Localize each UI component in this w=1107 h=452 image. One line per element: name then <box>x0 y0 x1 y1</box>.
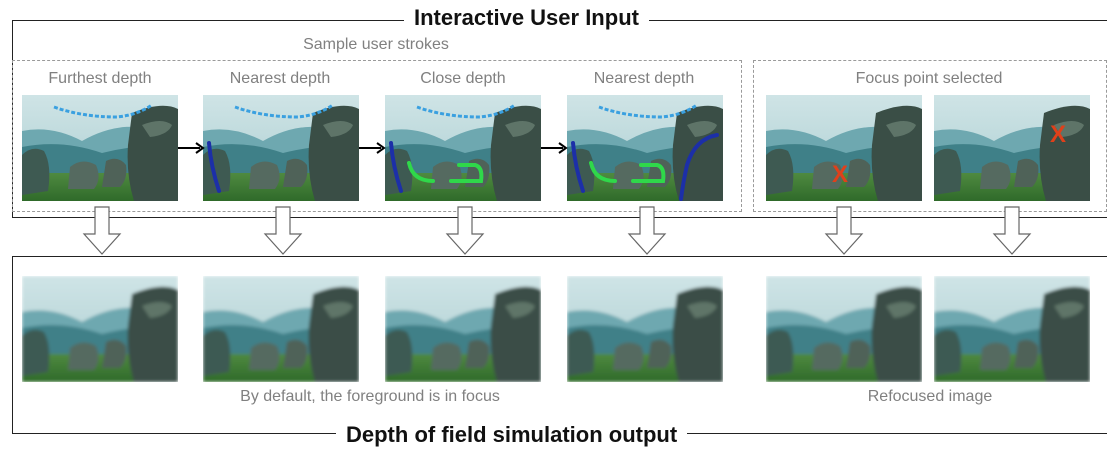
output-thumb-3 <box>385 276 541 382</box>
down-arrow-icon <box>263 206 303 255</box>
input-title: Interactive User Input <box>404 5 649 31</box>
stroke-label-3: Close depth <box>420 70 506 87</box>
focus-thumb-1: X <box>766 95 922 201</box>
sample-strokes-caption: Sample user strokes <box>303 36 449 53</box>
input-thumb-2 <box>203 95 359 201</box>
output-thumb-6 <box>934 276 1090 382</box>
input-thumb-4 <box>567 95 723 201</box>
right-arrow-icon <box>178 142 205 154</box>
stroke-label-4: Nearest depth <box>593 70 695 87</box>
refocused-caption: Refocused image <box>867 388 993 405</box>
down-arrow-icon <box>82 206 122 255</box>
stroke-samples-group <box>12 60 742 212</box>
near-stroke <box>207 141 221 193</box>
stroke-label-1: Furthest depth <box>48 70 152 87</box>
close-stroke <box>407 161 435 183</box>
focus-thumb-2: X <box>934 95 1090 201</box>
output-thumb-1 <box>22 276 178 382</box>
down-arrow-icon <box>445 206 485 255</box>
focus-mark-icon: X <box>1050 121 1067 148</box>
down-arrow-icon <box>992 206 1032 255</box>
output-thumb-2 <box>203 276 359 382</box>
far-stroke <box>53 103 153 119</box>
right-arrow-icon <box>541 142 568 154</box>
default-focus-caption: By default, the foreground is in focus <box>240 388 500 405</box>
output-thumb-5 <box>766 276 922 382</box>
right-arrow-icon <box>359 142 386 154</box>
focus-mark-icon: X <box>832 161 849 188</box>
stroke-label-2: Nearest depth <box>229 70 331 87</box>
input-thumb-1 <box>22 95 178 201</box>
output-thumb-4 <box>567 276 723 382</box>
input-thumb-3 <box>385 95 541 201</box>
down-arrow-icon <box>627 206 667 255</box>
down-arrow-icon <box>824 206 864 255</box>
focus-selected-caption: Focus point selected <box>855 70 1003 87</box>
output-title: Depth of field simulation output <box>336 422 688 448</box>
